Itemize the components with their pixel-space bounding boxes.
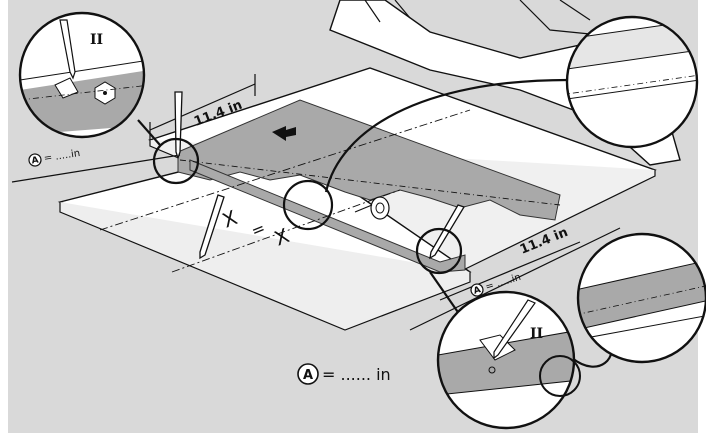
a-circle-icon: [28, 153, 42, 167]
detail-circle-marker: [415, 227, 463, 275]
a-circle-icon: [470, 283, 484, 297]
detail-label-left: II: [90, 32, 103, 48]
legend-text: = ...... in: [322, 365, 391, 384]
a-letter: A: [31, 155, 39, 166]
roller: [354, 196, 390, 220]
detail-bottom-right: [576, 232, 706, 364]
measure-a-left: A = .....in: [28, 148, 81, 167]
dimension-lines: [11, 74, 621, 331]
detail-top-right: [565, 15, 699, 149]
direction-arrow-icon: [272, 126, 296, 141]
a-value-text: = .....in: [484, 272, 522, 293]
detail-circle-marker: [282, 179, 334, 231]
a-value-text: = .....in: [43, 148, 81, 165]
legend: A = ...... in: [297, 363, 391, 385]
detail-circle-marker: [152, 137, 200, 185]
detail-label-right: II: [530, 326, 543, 342]
detail-bottom-middle: [436, 290, 581, 430]
equals-sign: =: [248, 218, 268, 241]
detail-top-left: [18, 11, 146, 139]
legend-letter: A: [303, 368, 313, 383]
a-circle-icon: [297, 363, 319, 385]
a-letter: A: [472, 285, 482, 297]
centerlines: [99, 109, 471, 273]
